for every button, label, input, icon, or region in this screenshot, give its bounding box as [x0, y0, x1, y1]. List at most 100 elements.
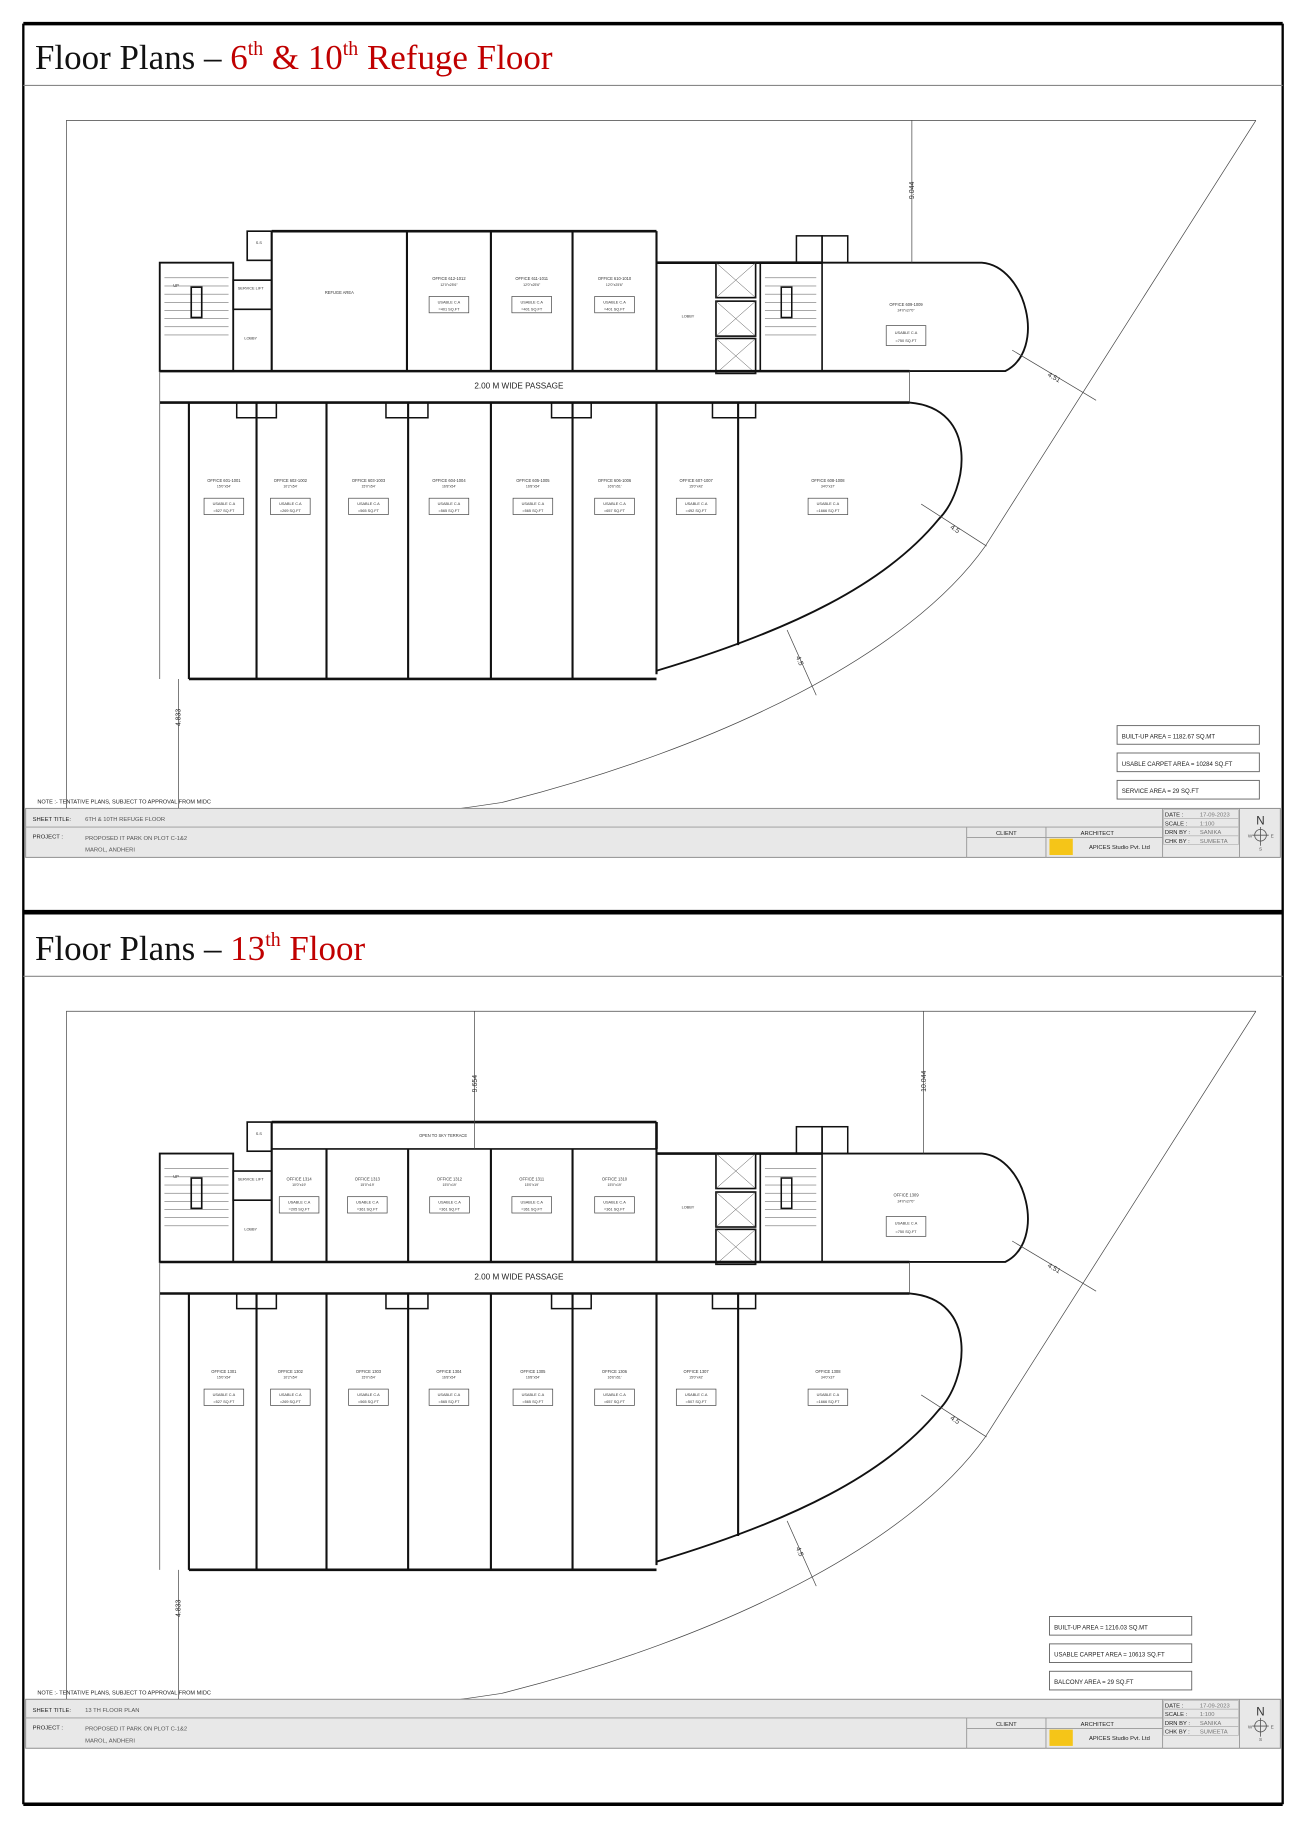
room-name: OFFICE 1314	[287, 1176, 313, 1181]
dimension-line	[1011, 349, 1097, 401]
stair-well	[190, 286, 203, 319]
passage-label: 2.00 M WIDE PASSAGE	[474, 382, 564, 391]
area-summary-box	[1116, 779, 1260, 800]
usable-ca-value: =401 SQ.FT	[438, 307, 460, 311]
title-block-value: 17-09-2023	[1200, 1703, 1230, 1709]
usable-ca-label: USABLE C.A	[357, 502, 380, 506]
dimension-line	[921, 503, 987, 547]
stair-well	[780, 286, 793, 319]
dimension-label: 4.833	[176, 709, 183, 727]
usable-area-box	[807, 497, 849, 515]
sheet-title: 6TH & 10TH REFUGE FLOOR	[85, 817, 165, 823]
usable-area-box	[594, 497, 635, 515]
title-block-value: 1:100	[1200, 1712, 1215, 1718]
upper-room: OFFICE 612-1012 12'0"x25'6" USABLE C.A =401…	[428, 276, 470, 314]
ss-label: S.S	[256, 1132, 263, 1136]
room-name: OFFICE 1310	[602, 1176, 628, 1181]
room-name: OFFICE 1308	[815, 1369, 841, 1374]
room-size: 15'0"x54'	[217, 485, 231, 489]
usable-area-box	[429, 1196, 470, 1214]
title-part: 13	[230, 929, 265, 968]
duct-recess	[550, 402, 592, 419]
usable-area-box	[512, 1388, 554, 1406]
title-block-label: DRN BY :	[1165, 830, 1191, 836]
compass-north: N	[1256, 1706, 1264, 1719]
area-summary-box	[1116, 752, 1260, 773]
room-size: 15'0"x19'	[525, 1183, 539, 1187]
title-prefix: Floor Plans –	[35, 38, 230, 77]
drawing-frame	[66, 120, 1256, 832]
title-prefix: Floor Plans –	[35, 929, 230, 968]
lift-cross	[715, 1191, 756, 1228]
usable-ca-value: =492 SQ.FT	[686, 509, 708, 513]
room-size: 34'0"x37'	[821, 1376, 835, 1380]
passenger-lift	[715, 300, 757, 337]
usable-ca-label: USABLE C.A	[279, 502, 302, 506]
title-block-label: CHK BY :	[1165, 1730, 1190, 1736]
page-title: Floor Plans – 6th & 10th Refuge Floor	[35, 38, 553, 77]
upper-room: REFUGE AREA	[325, 290, 354, 295]
usable-area-box	[511, 1196, 552, 1214]
room-name: OFFICE 612-1012	[432, 276, 466, 281]
compass-east: E	[1271, 1724, 1274, 1729]
room-size: 16'8"x54'	[442, 1376, 456, 1380]
title-block-cell	[1163, 835, 1239, 845]
room-size: 15'0"x19'	[608, 1183, 622, 1187]
room-size: 12'0"x25'6"	[440, 283, 458, 287]
title-part: & 10	[263, 38, 343, 77]
curved-outer-wall	[656, 1292, 963, 1563]
usable-area-box	[675, 497, 717, 515]
usable-area-box	[594, 1388, 635, 1406]
room-name: OFFICE 609-1009	[889, 302, 923, 307]
terrace-label: OPEN TO SKY TERRACE	[419, 1133, 467, 1138]
compass-west: W	[1248, 834, 1253, 839]
usable-ca-value: =361 SQ.FT	[521, 1208, 543, 1212]
title-part: 6	[230, 38, 247, 77]
lobby-left-label: LOBBY	[244, 337, 257, 341]
dimension-line	[786, 1520, 817, 1587]
usable-area-box	[428, 1388, 470, 1406]
usable-ca-label: USABLE C.A	[522, 502, 545, 506]
dimension-label: 9.044	[909, 182, 916, 200]
room-name: OFFICE 1313	[355, 1176, 381, 1181]
room-name: OFFICE 608-1008	[811, 478, 845, 483]
area-summary-box	[1116, 725, 1260, 745]
usable-ca-value: =565 SQ.FT	[358, 509, 380, 513]
room-name: OFFICE 1305	[520, 1369, 546, 1374]
room-name: OFFICE 611-1011	[515, 276, 548, 281]
usable-ca-label: USABLE C.A	[288, 1201, 311, 1205]
plan-note: NOTE :- TENTATIVE PLANS, SUBJECT TO APPR…	[37, 800, 211, 806]
room-size: 15'0"x42'	[689, 1376, 703, 1380]
stair-up-label: UP	[173, 283, 179, 288]
room-name: OFFICE 1303	[356, 1369, 382, 1374]
area-summary-text: USABLE CARPET AREA = 10613 SQ.FT	[1054, 1653, 1165, 1659]
compass-north: N	[1256, 815, 1264, 828]
duct-recess	[550, 1293, 592, 1310]
room-name: OFFICE 1306	[602, 1369, 628, 1374]
lift-cross	[715, 300, 756, 337]
usable-ca-value: =401 SQ.FT	[604, 307, 626, 311]
title-block-label: DRN BY :	[1165, 1721, 1191, 1727]
usable-area-box	[512, 497, 554, 515]
duct-recess	[711, 402, 757, 419]
title-block-value: 17-09-2023	[1200, 813, 1230, 819]
lift-cross	[715, 262, 756, 298]
architect-name: APICES Studio Pvt. Ltd	[1089, 845, 1150, 851]
area-summary-box	[1048, 1616, 1193, 1636]
usable-area-box	[270, 1388, 311, 1406]
usable-ca-value: =269 SQ.FT	[280, 509, 302, 513]
dimension-label: 9.654	[472, 1075, 479, 1093]
area-summary-text: BUILT-UP AREA = 1182.67 SQ.MT	[1122, 734, 1216, 740]
room-size: 24'0"x27'0"	[897, 309, 915, 313]
usable-ca-label: USABLE C.A	[438, 300, 461, 304]
